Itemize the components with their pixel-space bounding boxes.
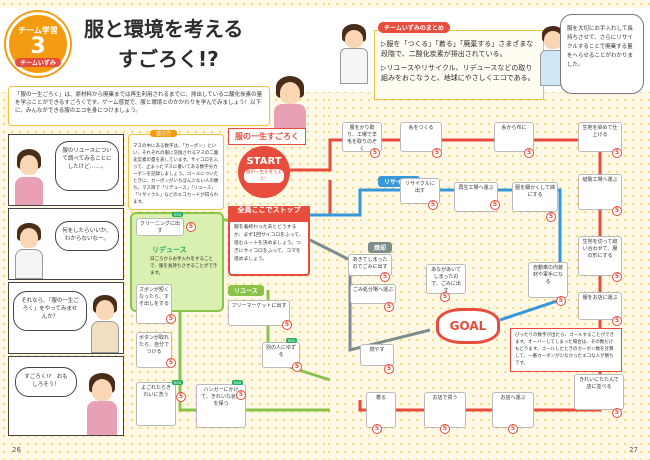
cell-num: 5 bbox=[432, 148, 442, 158]
rules-box: マスの中にある数字は、「カーボン」といい、それぞれの服に交換されるマスの二酸化炭… bbox=[128, 134, 224, 210]
cell-top-4: 生地を染めて仕上げる bbox=[578, 122, 622, 152]
eco-badge: eco bbox=[172, 212, 184, 217]
cell-left-1: クリーニングに出す bbox=[136, 218, 184, 236]
eco-badge: eco bbox=[172, 380, 184, 385]
cell-num: 5 bbox=[490, 200, 500, 210]
cell-right-2: 生地を切って縫い合わせて、服の形にする bbox=[578, 236, 622, 276]
reduce-label: リデュース bbox=[152, 246, 187, 254]
cell-num: 5 bbox=[166, 358, 176, 368]
title-line2: すごろく!? bbox=[118, 47, 219, 71]
rules-tag: 遊び方 bbox=[150, 130, 178, 137]
cell-bottom-3: お店へ運ぶ bbox=[492, 392, 534, 428]
title-line1: 服と環境を考える bbox=[84, 17, 244, 41]
badge-team: チームいずみ bbox=[15, 58, 61, 67]
cell-incin-4: 燃やす bbox=[360, 344, 394, 366]
incin-route bbox=[309, 238, 431, 352]
summary-point-2: ▷リユースやリサイクル、リデュースなどの取り組みをおこなうと、地球にやさしくエコ… bbox=[381, 64, 535, 82]
comic-bubble-1: 服のリユースについて調べてみることにしたけど……。 bbox=[55, 141, 119, 191]
comic-bubble-4: すごろく!? おもしろそう！ bbox=[15, 367, 77, 397]
goal-badge: GOAL bbox=[436, 308, 500, 344]
cell-num: 5 bbox=[612, 408, 622, 418]
cell-num: 5 bbox=[166, 314, 176, 324]
cell-num: 5 bbox=[546, 212, 556, 222]
eco-badge: eco bbox=[232, 380, 244, 385]
cell-reuse-1: フリーマーケットに出す bbox=[228, 300, 290, 326]
cell-num: 5 bbox=[282, 320, 292, 330]
girl-body-illustration bbox=[274, 104, 306, 128]
cell-num: 5 bbox=[524, 148, 534, 158]
page-number-left: 26 bbox=[12, 446, 21, 454]
summary-tag: チームいずみのまとめ bbox=[378, 22, 450, 33]
cell-num: 5 bbox=[440, 424, 450, 434]
cell-num: 5 bbox=[428, 200, 438, 210]
cell-incin-3: あながあいてしまったので、ごみに出す bbox=[426, 264, 466, 294]
cell-recycle-4: 自動車の内装材や軍手になる bbox=[528, 262, 568, 298]
cell-num: 5 bbox=[612, 272, 622, 282]
cell-num: 5 bbox=[372, 424, 382, 434]
cell-recycle-3: 服を細かくして綿にする bbox=[512, 182, 558, 212]
recycle-tag: リサイクル bbox=[378, 176, 420, 187]
cell-left-4: よごれたらきれいに洗う bbox=[136, 382, 176, 426]
cell-top-3: 糸から布に bbox=[494, 122, 534, 152]
summary-box: ▷服を「つくる」「着る」「廃棄する」さまざまな段階で、二酸化炭素が排出されている… bbox=[374, 30, 544, 100]
cell-num: 5 bbox=[612, 148, 622, 158]
cell-right-1: 縫製工場へ運ぶ bbox=[578, 174, 622, 210]
start-circle: START 服の一生を考えよう！ bbox=[238, 146, 290, 198]
comic-panel-1: 服のリユースについて調べてみることにしたけど……。 bbox=[8, 134, 124, 206]
start-sub: 服の一生を考えよう！ bbox=[244, 169, 284, 183]
stop-title: 全員ここでストップ bbox=[228, 206, 310, 222]
badge-number: 3 bbox=[30, 34, 46, 59]
page-title: 服と環境を考える すごろく!? bbox=[84, 14, 243, 74]
page-number-right: 27 bbox=[629, 446, 638, 454]
cell-right-4: きれいにたたんで店に並べる bbox=[574, 374, 624, 410]
eco-badge: eco bbox=[286, 338, 298, 343]
cell-num: 5 bbox=[292, 362, 302, 372]
reduce-text: 日ごろからお手入れをすることで、服を長持ちさせることができます。 bbox=[150, 257, 218, 276]
cell-bottom-1: 着る bbox=[366, 392, 396, 428]
summary-point-1: ▷服を「つくる」「着る」「廃棄する」さまざまな段階で、二酸化炭素が排出されている… bbox=[381, 40, 534, 58]
comic-bubble-3: それなら、「服の一生ごろく」をやってみませんか？ bbox=[13, 291, 87, 331]
comic-panel-2: 何をしたらいいか、わからないなー。 bbox=[8, 208, 124, 280]
cell-num: 5 bbox=[508, 424, 518, 434]
start-label: START bbox=[246, 156, 282, 167]
comic-panel-4: すごろく!? おもしろそう！ bbox=[8, 356, 124, 436]
cell-num: 5 bbox=[440, 292, 450, 302]
cell-num: 5 bbox=[370, 148, 380, 158]
cell-right-3: 服をお店に運ぶ bbox=[578, 292, 622, 320]
goal-note: ぴったりの数字が出たら、ゴールすることができます。オーバーしてしまった場合は、そ… bbox=[510, 328, 622, 372]
cell-bottom-2: お店で買う bbox=[424, 392, 466, 428]
cell-num: 5 bbox=[186, 222, 196, 232]
cell-top-1: 服をかり取り、工場で羊毛を取りのぞく bbox=[342, 122, 382, 152]
board-title: 服の一生すごろく bbox=[228, 128, 306, 145]
comic-panel-3: それなら、「服の一生ごろく」をやってみませんか？ bbox=[8, 282, 124, 354]
cell-num: 5 bbox=[384, 364, 394, 374]
cell-incin-1: あきてしまったのでごみに出す bbox=[348, 254, 392, 276]
cell-num: 5 bbox=[380, 272, 390, 282]
badge-line1: チーム学習 bbox=[18, 26, 58, 35]
reuse-label: リユース bbox=[228, 285, 264, 296]
cell-num: 5 bbox=[612, 316, 622, 326]
cell-top-2: 糸をつくる bbox=[400, 122, 442, 152]
intro-text: 「服の一生ごろく」は、原材料から廃棄までは再生利用されるまでに、排出している二酸… bbox=[8, 86, 270, 126]
girl-face-illustration bbox=[280, 82, 300, 104]
cell-num: 5 bbox=[384, 302, 394, 312]
team-badge: チーム学習 3 チームいずみ bbox=[6, 12, 70, 76]
cell-incin-2: ごみ処分場へ運ぶ bbox=[350, 284, 396, 304]
incineration-tag: 焼却 bbox=[368, 242, 393, 253]
cell-num: 5 bbox=[236, 390, 246, 400]
cell-num: 5 bbox=[612, 206, 622, 216]
cell-num: 5 bbox=[556, 296, 566, 306]
boy-illustration-top bbox=[340, 24, 368, 84]
cell-recycle-1: リサイクルに出す bbox=[400, 178, 440, 204]
right-speech-bubble: 服を大切にお手入れして長持ちさせて、さらにリサイクルすることで廃棄する量をへらせ… bbox=[560, 14, 644, 94]
cell-num: 5 bbox=[176, 392, 186, 402]
comic-bubble-2: 何をしたらいいか、わからないなー。 bbox=[55, 221, 119, 251]
